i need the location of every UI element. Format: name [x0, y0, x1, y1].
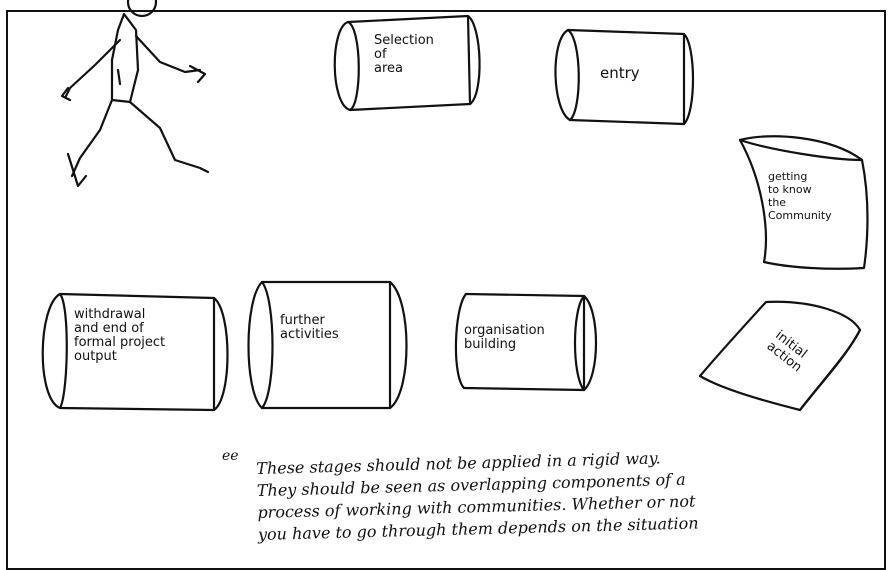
stage-label-organisation: organisation building: [464, 323, 545, 352]
diagram-drawing: [41, 0, 869, 412]
walking-person-icon: [60, 0, 210, 188]
stage-selection-cylinder: [333, 14, 481, 112]
stage-initial-action-cylinder: [698, 300, 862, 412]
stage-withdrawal-cylinder: [41, 292, 229, 412]
stages-note: These stages should not be applied in a …: [256, 441, 892, 546]
stage-organisation-cylinder: [454, 292, 598, 392]
stage-label-further: further activities: [280, 313, 339, 342]
stage-label-selection: Selection of area: [374, 33, 434, 76]
stage-getting-to-know-cylinder: [738, 135, 869, 270]
stage-label-entry: entry: [600, 64, 640, 82]
stage-entry-cylinder: [554, 28, 695, 126]
stage-label-withdrawal: withdrawal and end of formal project out…: [74, 307, 166, 364]
note-mark: ee: [222, 448, 239, 464]
stage-further-cylinder: [247, 280, 408, 410]
stage-label-getting-to-know: getting to know the Community: [768, 170, 832, 222]
